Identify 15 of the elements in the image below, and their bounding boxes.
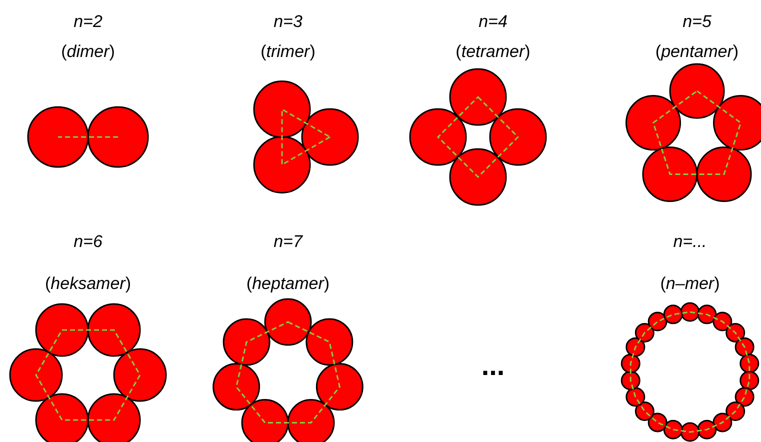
polymer-count-label: n=2	[74, 12, 102, 32]
polymer-count-label: n=...	[673, 232, 707, 252]
polymer-name-label: (pentamer)	[655, 42, 739, 62]
polymer-name-label: (trimer)	[260, 42, 316, 62]
polymer-count-label: n=6	[74, 232, 102, 252]
ellipsis-text: ...	[481, 356, 505, 376]
polymer-name-label: (heptamer)	[246, 274, 330, 294]
polymer-name-label: (n–mer)	[660, 274, 720, 294]
polymer-count-label: n=5	[682, 12, 712, 32]
polymer-count-label: n=3	[274, 12, 302, 32]
polymer-count-label: n=7	[274, 232, 302, 252]
polymer-name-label: (dimer)	[61, 42, 115, 62]
polymer-count-label: n=4	[478, 12, 508, 32]
polymer-name-label: (tetramer)	[456, 42, 530, 62]
polymer-name-label: (heksamer)	[45, 274, 131, 294]
